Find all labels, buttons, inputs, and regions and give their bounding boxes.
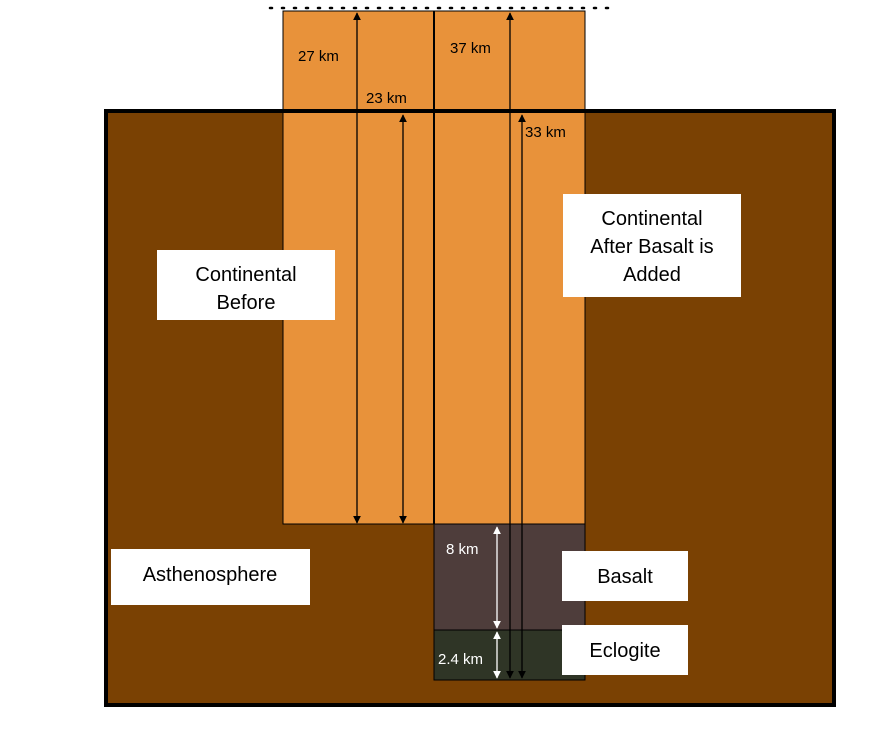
continental-before-label-box: Continental Before [157,250,335,320]
basalt-label-box: Basalt [562,551,688,601]
left-total-label: 27 km [298,48,339,65]
continental-before-line1: Continental [195,264,296,286]
left-below-surface-label: 23 km [366,90,407,107]
basalt-label: Basalt [597,566,653,588]
right-total-label: 37 km [450,40,491,57]
right-below-surface-label: 33 km [525,124,566,141]
eclogite-label-box: Eclogite [562,625,688,675]
asthenosphere-label: Asthenosphere [143,564,278,586]
continental-after-line3: Added [623,264,681,286]
continental-after-line1: Continental [601,208,702,230]
continental-before-line2: Before [217,292,276,314]
asthenosphere-label-box: Asthenosphere [111,549,310,605]
basalt-thickness-label: 8 km [446,541,479,558]
eclogite-label: Eclogite [589,640,660,662]
continental-after-label-box: Continental After Basalt is Added [563,194,741,297]
eclogite-thickness-label: 2.4 km [438,651,483,668]
continental-after-line2: After Basalt is [590,236,713,258]
